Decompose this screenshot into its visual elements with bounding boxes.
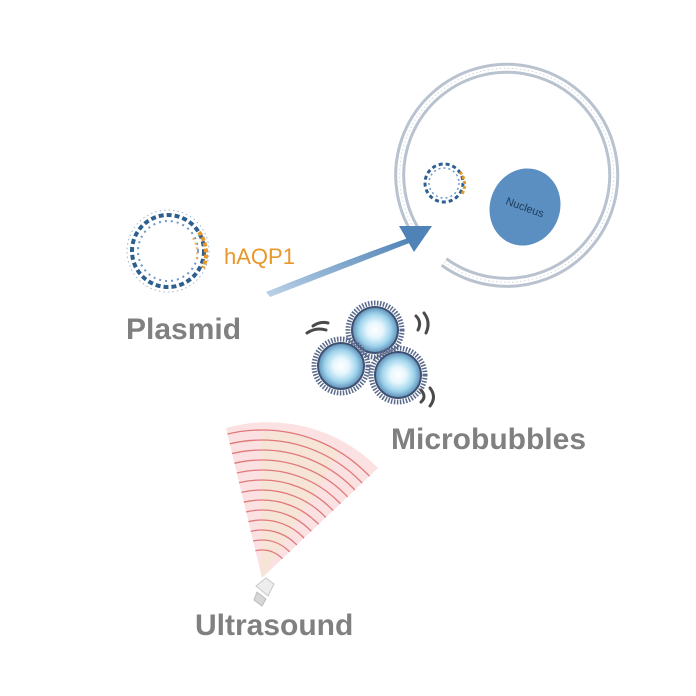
cell-plasmid-icon <box>423 162 467 204</box>
vibration-marks-icon <box>305 311 435 408</box>
cell: Nucleus <box>394 62 620 288</box>
ultrasound-fan <box>226 422 378 607</box>
microbubbles <box>305 300 435 408</box>
microbubble-icon <box>368 345 428 405</box>
nucleus: Nucleus <box>489 168 561 246</box>
gene-label: hAQP1 <box>224 244 295 269</box>
ultrasound-transducer-icon <box>253 577 275 607</box>
plasmid-label: Plasmid <box>126 313 241 346</box>
plasmid-icon <box>126 209 210 293</box>
microbubble-icon <box>311 336 371 396</box>
delivery-arrow-icon <box>266 226 432 297</box>
microbubbles-label: Microbubbles <box>391 423 586 456</box>
ultrasound-label: Ultrasound <box>195 609 353 642</box>
